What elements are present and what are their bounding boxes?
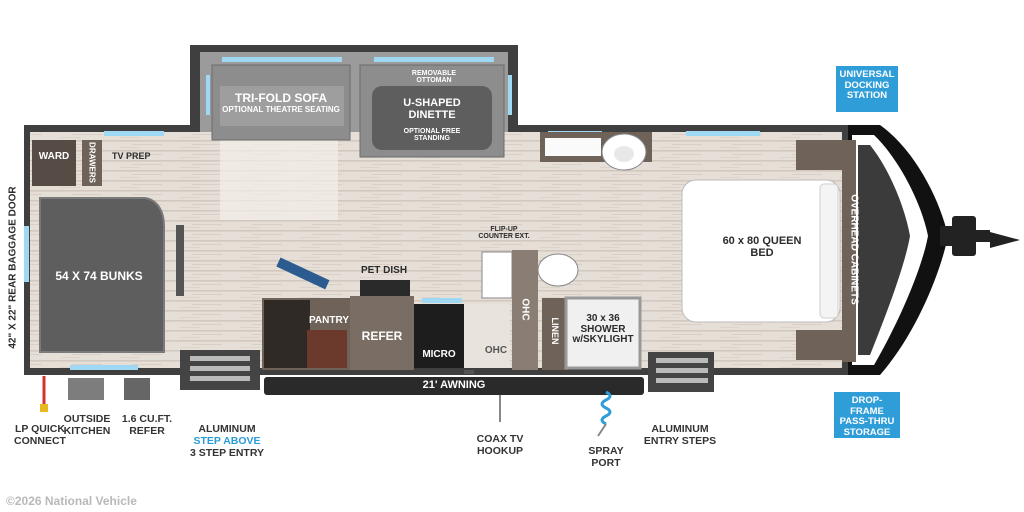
wardrobe	[32, 140, 76, 186]
outside-kitchen-unit	[68, 378, 104, 400]
aluminum-callout: ALUMINUM	[198, 423, 256, 435]
bed-nightstand	[796, 140, 842, 170]
ohc-vertical-label: OHC	[519, 298, 531, 321]
bunk-bed	[39, 197, 165, 353]
drawers-label: DRAWERS	[87, 142, 97, 183]
three-step-entry-callout: 3 STEP ENTRY	[189, 447, 265, 459]
queen-bed	[681, 179, 841, 323]
window	[24, 226, 29, 282]
refrigerator	[350, 296, 414, 370]
linen-cabinet	[542, 298, 568, 370]
window	[508, 75, 512, 115]
rear-door-label: 42" X 22" REAR BAGGAGE DOOR	[7, 186, 19, 349]
pet-dish-drawer	[360, 280, 410, 296]
tv-prep-label: TV PREP	[112, 151, 151, 161]
micro-label: MICRO	[422, 349, 456, 360]
sofa-title: TRI-FOLD SOFA	[235, 91, 327, 105]
spray-port-callout: SPRAY PORT	[588, 445, 624, 469]
copyright: ©2026 National Vehicle	[6, 494, 137, 508]
bed-nightstand	[796, 330, 842, 360]
pet-dish-label: PET DISH	[360, 265, 408, 276]
ohc-cabinet	[512, 250, 538, 370]
ward-label: WARD	[38, 151, 70, 162]
step-above-callout: STEP ABOVE	[193, 435, 261, 447]
ottoman-label: REMOVABLE OTTOMAN	[411, 70, 457, 85]
window	[686, 131, 760, 136]
bunks-label: 54 X 74 BUNKS	[55, 269, 143, 283]
docking-station-badge: UNIVERSAL DOCKING STATION	[836, 66, 898, 112]
spray-port-hose	[600, 390, 612, 426]
awning-label: 21' AWNING	[422, 379, 486, 391]
shower-label: 30 x 36 SHOWER w/SKYLIGHT	[572, 313, 634, 345]
outside-refer-callout: 1.6 CU.FT. REFER	[121, 413, 173, 437]
pantry	[264, 300, 310, 368]
coax-callout: COAX TV HOOKUP	[476, 433, 524, 457]
microwave	[414, 304, 464, 368]
lp-quick-connect-callout: LP QUICK CONNECT	[14, 423, 66, 447]
pantry-label: PANTRY	[309, 315, 349, 326]
outside-refer-unit	[124, 378, 150, 400]
window	[422, 298, 462, 303]
window	[222, 57, 342, 62]
awning-bar	[264, 377, 644, 395]
entry-steps-callout: ALUMINUM ENTRY STEPS	[643, 423, 717, 447]
window	[206, 75, 210, 115]
ohc-counter-label: OHC	[484, 345, 508, 356]
overhead-cabinets-band	[842, 140, 856, 362]
window	[374, 57, 494, 62]
overhead-cabinets-label: OVERHEAD CABINETS	[848, 194, 860, 305]
window	[104, 131, 164, 136]
outside-kitchen-callout: OUTSIDE KITCHEN	[63, 413, 111, 437]
linen-label: LINEN	[550, 317, 560, 345]
bed-label: 60 x 80 QUEEN BED	[722, 235, 802, 259]
dinette-title: U-SHAPED DINETTE	[403, 97, 461, 121]
flip-up-label: FLIP-UP COUNTER EXT.	[478, 226, 530, 241]
refer-label: REFER	[361, 329, 403, 343]
hitch-jack	[952, 216, 976, 256]
sofa-subtitle: OPTIONAL THEATRE SEATING	[222, 105, 340, 114]
pass-thru-storage-badge: DROP-FRAME PASS-THRU STORAGE	[834, 392, 900, 438]
window	[70, 365, 138, 370]
shower	[564, 296, 642, 370]
kitchen-sink	[481, 251, 513, 299]
dinette-subtitle: OPTIONAL FREE STANDING	[403, 128, 461, 143]
